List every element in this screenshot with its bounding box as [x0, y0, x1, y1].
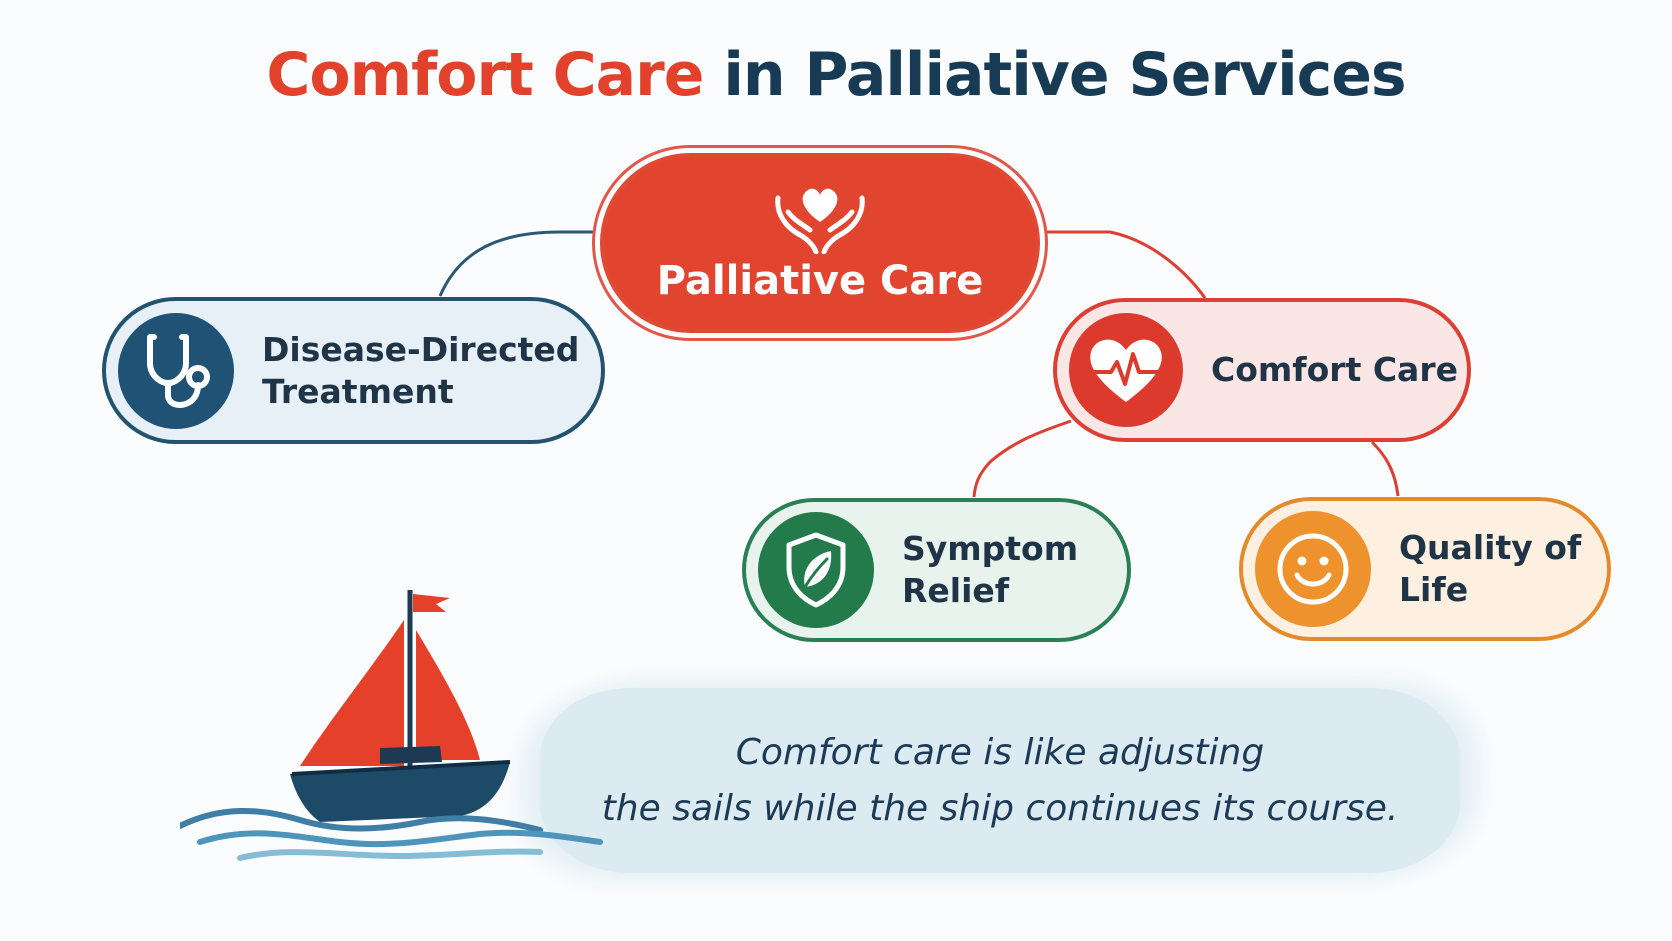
shield-leaf-icon — [758, 512, 874, 628]
stethoscope-icon — [118, 312, 234, 429]
analogy-text: Comfort care is like adjusting the sails… — [601, 732, 1399, 829]
connector-palliative-disease — [438, 230, 600, 297]
node-palliative-care: Palliative Care — [600, 153, 1040, 333]
analogy-background — [540, 688, 1460, 873]
node-label: Palliative Care — [656, 258, 984, 304]
title-rest: in Palliative Services — [723, 40, 1406, 110]
page-title: Comfort Care in Palliative Services — [0, 40, 1672, 110]
connector-comfort-symptom — [972, 419, 1072, 498]
heart-pulse-icon — [1069, 313, 1183, 427]
node-label: Disease-Directed Treatment — [262, 329, 580, 411]
heart-hands-icon — [768, 184, 872, 258]
title-accent: Comfort Care — [266, 40, 704, 110]
node-symptom-relief: Symptom Relief — [742, 498, 1131, 642]
connector-comfort-quality — [1370, 440, 1400, 497]
smile-icon — [1255, 511, 1371, 627]
node-disease-directed-treatment: Disease-Directed Treatment — [102, 297, 605, 444]
node-comfort-care: Comfort Care — [1053, 298, 1471, 442]
node-label: Quality of Life — [1399, 528, 1582, 609]
node-label: Symptom Relief — [902, 529, 1079, 610]
sailboat-icon — [180, 590, 603, 861]
node-label: Comfort Care — [1211, 350, 1458, 389]
node-quality-of-life: Quality of Life — [1239, 497, 1611, 641]
connector-palliative-comfort — [1040, 230, 1207, 299]
